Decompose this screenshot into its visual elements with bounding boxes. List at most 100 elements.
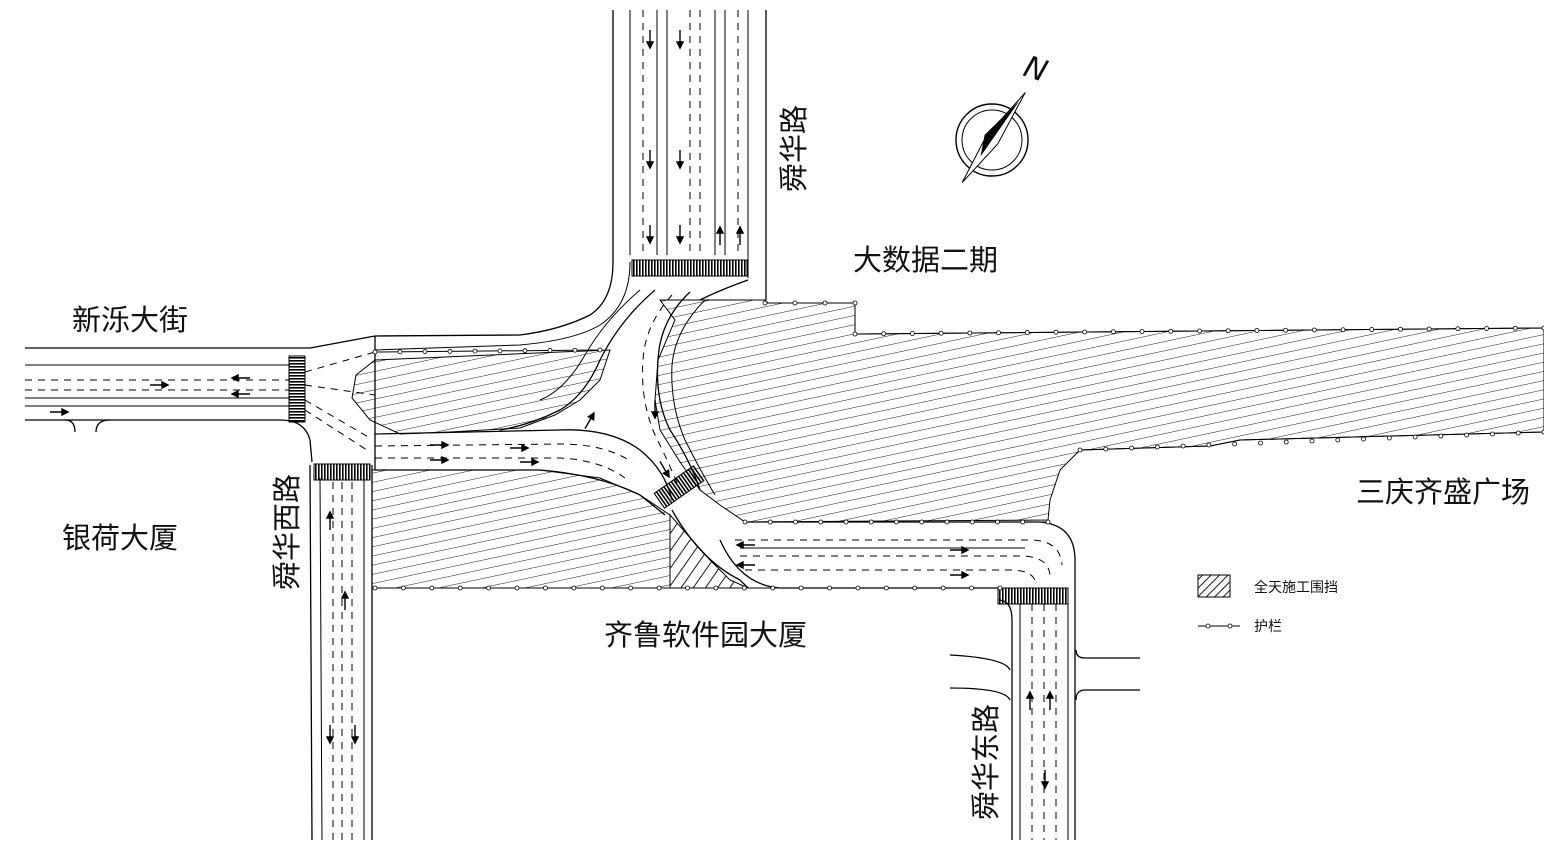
guardrail-post: [843, 519, 849, 525]
guardrail-post: [798, 585, 804, 591]
guardrail-post: [1077, 447, 1083, 453]
guardrail-post: [940, 585, 946, 591]
guardrail-post: [1020, 519, 1026, 525]
guardrail-post: [1254, 328, 1260, 333]
lane-arrow-icon: [584, 411, 595, 430]
guardrail-post: [1225, 328, 1231, 334]
guardrail-post: [713, 585, 719, 591]
label-shunhua-east-road: 舜华东路: [969, 704, 1003, 820]
legend-label-guardrail: 护栏: [1254, 619, 1282, 635]
guardrail-post: [852, 300, 858, 306]
lane-arrow-icon: [950, 545, 970, 555]
guardrail-post: [969, 519, 975, 525]
shunhua-east-road: [949, 587, 1140, 840]
hatch-icon: [1197, 574, 1231, 598]
guardrail-post: [792, 300, 798, 306]
lane-arrow-icon: [735, 560, 755, 570]
guardrail-post: [1515, 430, 1521, 436]
lane-arrow-icon: [650, 400, 660, 420]
guardrail-post: [969, 585, 974, 591]
label-qilu-software-park: 齐鲁软件园大厦: [604, 618, 807, 652]
guardrail-post: [1283, 327, 1289, 333]
guardrail-post: [1484, 326, 1489, 331]
guardrail-post: [457, 585, 463, 591]
guardrail-post: [1232, 441, 1238, 447]
guardrail-post: [1168, 328, 1174, 334]
lane-arrow-icon: [1025, 690, 1035, 710]
lane-arrow-icon: [325, 725, 335, 745]
crosswalk-west: [288, 355, 306, 423]
construction-enclosure: [351, 299, 1544, 589]
guardrail-post: [894, 519, 899, 525]
lane-arrow-icon: [325, 510, 335, 530]
guardrail-post: [1258, 440, 1263, 446]
hatch-area-northwest: [351, 349, 611, 435]
guardrail-post: [372, 585, 378, 591]
lane-arrow-icon: [645, 150, 655, 170]
guardrail-post: [1180, 443, 1186, 449]
lane-arrow-icon: [430, 455, 450, 465]
guardrail-post: [1412, 434, 1418, 440]
guardrail-post: [770, 585, 776, 591]
compass-north-letter: N: [1019, 49, 1051, 89]
guardrail-post: [372, 349, 378, 355]
guardrail-post: [1024, 330, 1030, 335]
guardrail-post: [472, 348, 478, 354]
guardrail-post: [938, 330, 944, 336]
guardrail-post: [1335, 437, 1341, 443]
lane-arrows: [50, 30, 1055, 790]
guardrail-post: [656, 585, 662, 591]
label-yinhe-building: 银荷大厦: [62, 521, 178, 555]
guardrail-post: [883, 585, 889, 591]
label-big-data-phase2: 大数据二期: [853, 243, 998, 277]
label-shunhua-road: 舜华路: [777, 105, 811, 192]
guardrail-post: [793, 519, 798, 525]
crosswalk-center: [653, 465, 705, 509]
guardrail-post: [827, 585, 832, 591]
lane-arrow-icon: [950, 570, 970, 580]
guardrail-post: [995, 519, 1000, 525]
guardrail-post: [967, 330, 973, 336]
lane-arrow-icon: [659, 460, 670, 479]
lane-arrow-icon: [50, 407, 70, 417]
lane-arrow-icon: [675, 150, 685, 170]
guardrail-post: [822, 300, 828, 306]
lane-arrow-icon: [230, 373, 250, 383]
shunhua-road-north: [374, 10, 767, 351]
guardrail-post: [855, 585, 861, 591]
shunhua-west-road: [309, 463, 373, 841]
guardrail-post: [628, 585, 634, 591]
guardrail-post: [944, 519, 950, 525]
guardrail-posts: [372, 300, 1544, 591]
guardrail-post: [486, 585, 492, 591]
north-arrow-icon: N: [955, 49, 1052, 183]
lane-arrow-icon: [735, 225, 745, 245]
guardrail-post: [1082, 329, 1088, 335]
guardrail-post: [1311, 327, 1317, 333]
guardrail-post: [597, 347, 603, 353]
guardrail-post: [571, 585, 577, 591]
legend-label-enclosure: 全天施工围挡: [1254, 579, 1338, 596]
lane-arrow-icon: [150, 380, 170, 390]
guardrail-post: [1309, 438, 1315, 444]
lane-arrow-icon: [520, 457, 540, 467]
guardrail-post: [1045, 519, 1051, 525]
lane-arrow-icon: [430, 440, 450, 450]
guardrail-post: [543, 585, 548, 591]
lane-arrow-icon: [340, 590, 350, 610]
guardrail-post: [422, 349, 428, 354]
guardrail-post: [401, 585, 406, 591]
guardrail-post: [1206, 442, 1212, 448]
label-sanqing-plaza: 三庆齐盛广场: [1356, 475, 1530, 509]
guardrail-fences: [372, 300, 1544, 591]
guardrail-post: [919, 519, 925, 525]
guardrail-post: [429, 585, 435, 591]
guardrail-post: [1426, 326, 1432, 332]
guardrail-post: [1283, 439, 1289, 445]
guardrail-post: [818, 519, 824, 525]
guardrail-post: [910, 331, 915, 336]
guardrail-post: [599, 585, 605, 591]
temporary-diversion-road: [374, 289, 1076, 590]
guardrail-post: [767, 519, 773, 525]
lane-arrow-icon: [510, 443, 530, 453]
